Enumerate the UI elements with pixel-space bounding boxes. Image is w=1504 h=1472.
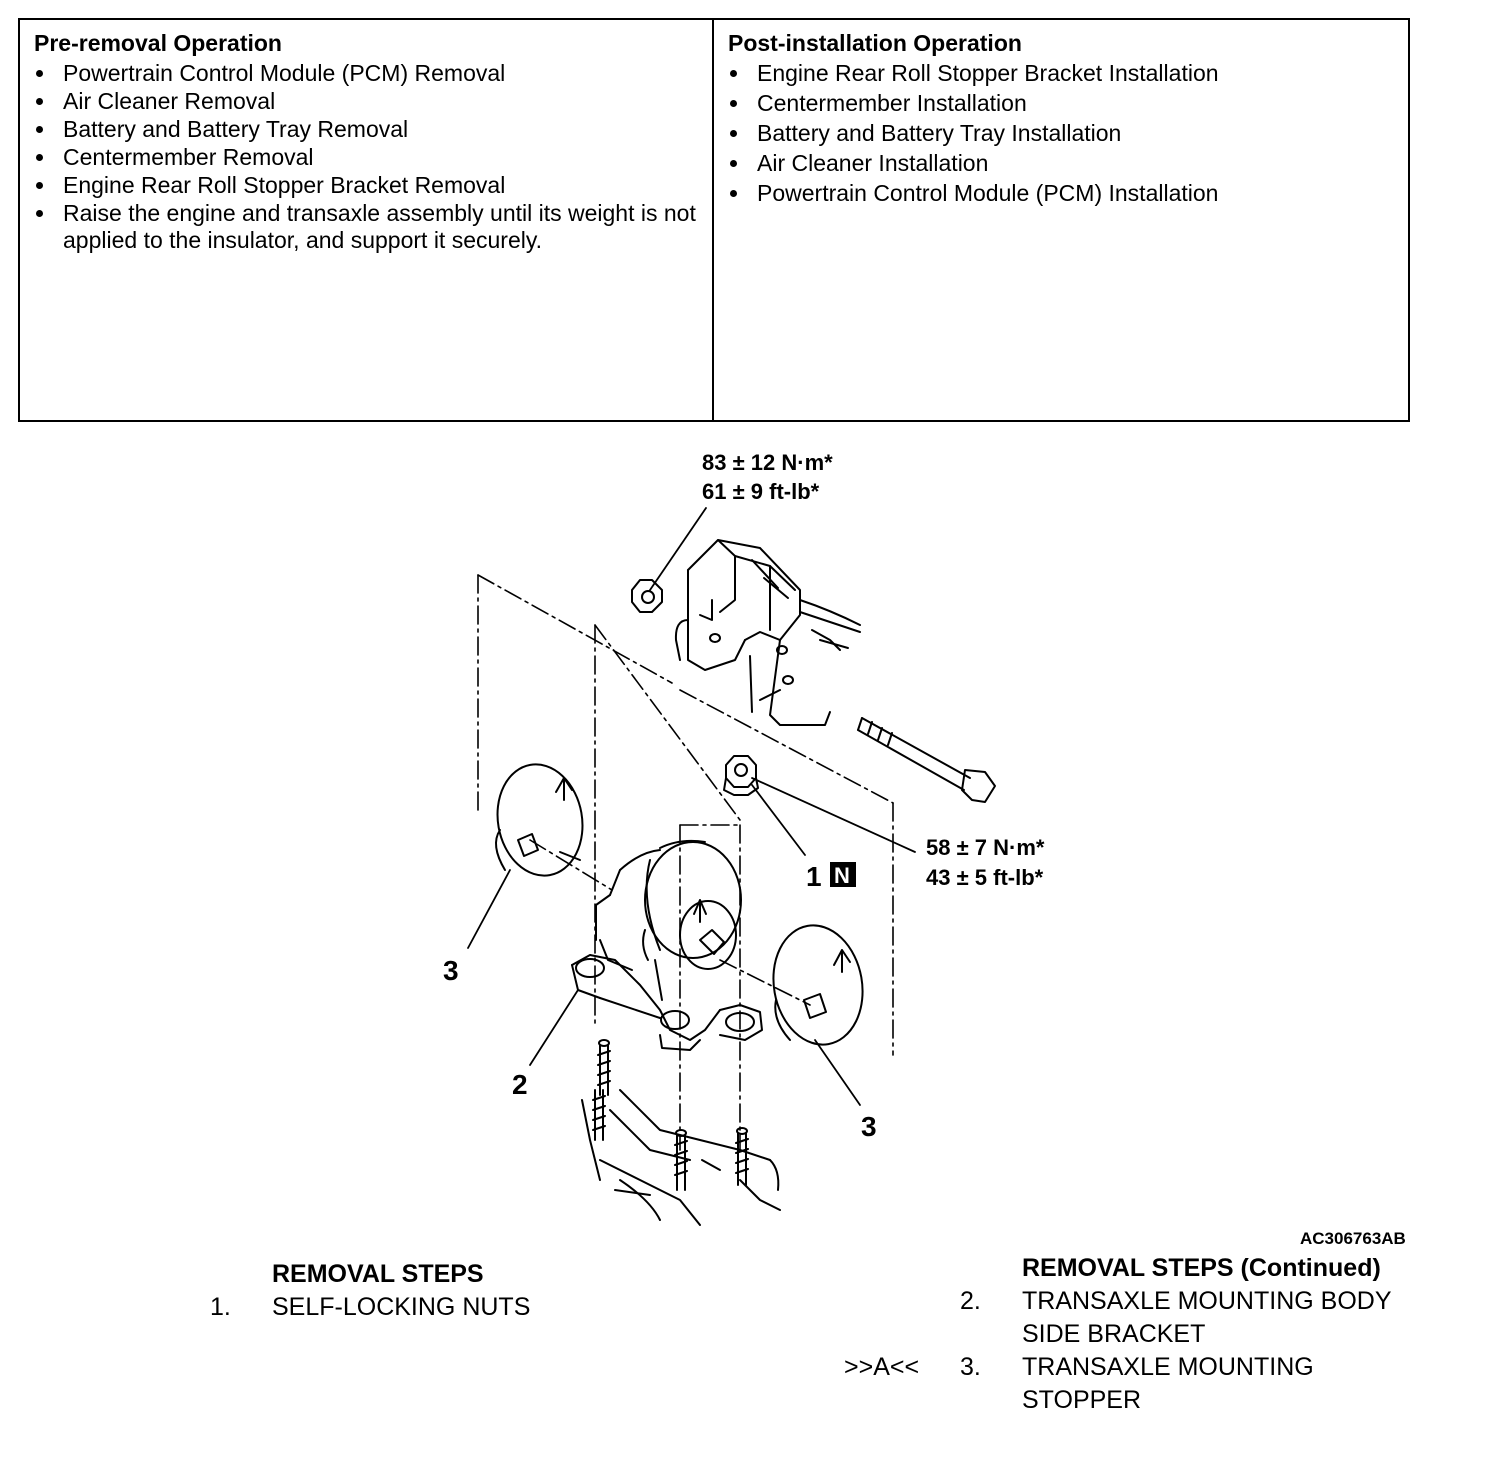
pre-removal-title: Pre-removal Operation [34,30,282,56]
body-side-bracket [674,539,861,726]
step-text: SELF-LOCKING NUTS [272,1293,531,1321]
through-bolt [857,717,996,803]
operations-table: Pre-removal Operation Powertrain Control… [18,18,1410,422]
list-item: Raise the engine and transaxle assembly … [34,200,698,254]
mounting-stopper-right [772,924,864,1046]
callout-2: 2 [512,1069,528,1100]
torque-label-top-ftlb: 61 ± 9 ft-lb* [702,479,820,504]
step-text: SIDE BRACKET [1022,1320,1206,1348]
guide-lines [477,574,894,1151]
mounting-studs [592,1039,749,1191]
list-item: Engine Rear Roll Stopper Bracket Removal [34,172,698,199]
callout-3-left: 3 [443,955,459,986]
step-row: >>A<< 3. TRANSAXLE MOUNTING [844,1351,1442,1384]
pre-removal-column: Pre-removal Operation Powertrain Control… [20,20,714,420]
flange-nut-top [631,579,663,613]
step-mark: >>A<< [844,1353,920,1381]
list-item: Air Cleaner Removal [34,88,698,115]
self-locking-nut [723,755,759,796]
post-installation-list: Engine Rear Roll Stopper Bracket Install… [728,60,1394,207]
mounting-stopper-left [495,763,584,877]
step-text: TRANSAXLE MOUNTING BODY [1022,1287,1392,1315]
callout-1: 1 [806,861,822,892]
removal-steps-continued: REMOVAL STEPS (Continued) 2. TRANSAXLE M… [844,1252,1442,1417]
step-row: 2. TRANSAXLE MOUNTING BODY [844,1285,1442,1318]
list-item: Powertrain Control Module (PCM) Installa… [728,180,1394,207]
step-number: 2. [960,1287,981,1315]
step-row-continuation: STOPPER [844,1384,1442,1417]
removal-steps: REMOVAL STEPS 1. SELF-LOCKING NUTS [210,1258,692,1324]
new-part-badge [830,862,856,887]
transaxle-case [581,1089,781,1226]
torque-label-nut-ftlb: 43 ± 5 ft-lb* [926,865,1044,890]
list-item: Air Cleaner Installation [728,150,1394,177]
removal-steps-continued-title: REMOVAL STEPS (Continued) [1022,1254,1381,1282]
post-installation-column: Post-installation Operation Engine Rear … [714,20,1408,420]
list-item: Centermember Installation [728,90,1394,117]
list-item: Engine Rear Roll Stopper Bracket Install… [728,60,1394,87]
list-item: Battery and Battery Tray Installation [728,120,1394,147]
torque-label-top-nm: 83 ± 12 N·m* [702,450,833,475]
list-item: Powertrain Control Module (PCM) Removal [34,60,698,87]
transaxle-mount-insulator [571,839,763,1051]
removal-steps-title: REMOVAL STEPS [272,1260,484,1288]
pre-removal-list: Powertrain Control Module (PCM) Removal … [34,60,698,254]
step-row-continuation: SIDE BRACKET [844,1318,1442,1351]
figure-code: AC306763AB [1300,1229,1406,1248]
list-item: Battery and Battery Tray Removal [34,116,698,143]
step-text: TRANSAXLE MOUNTING [1022,1353,1314,1381]
post-installation-title: Post-installation Operation [728,30,1022,56]
new-part-badge-letter: N [834,863,850,888]
step-text: STOPPER [1022,1386,1142,1414]
leader-lines [467,507,916,1106]
step-number: 3. [960,1353,981,1381]
step-mark [844,1285,960,1318]
torque-label-nut-nm: 58 ± 7 N·m* [926,835,1045,860]
list-item: Centermember Removal [34,144,698,171]
step-row: 1. SELF-LOCKING NUTS [210,1291,692,1324]
step-number: 1. [210,1293,231,1321]
callout-3-right: 3 [861,1111,877,1142]
